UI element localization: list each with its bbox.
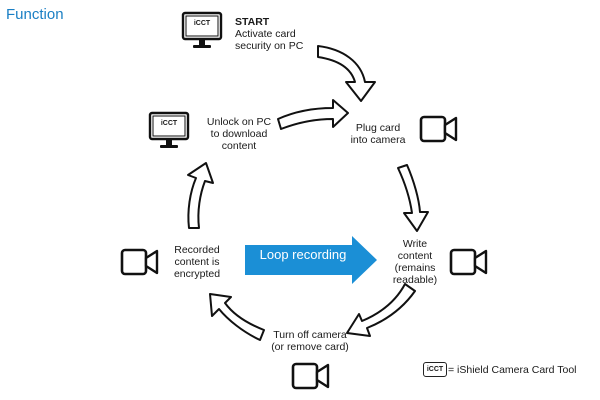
step-write-line: Write: [402, 238, 428, 250]
step-recorded-line: Recorded: [174, 244, 220, 256]
flow-arrow-unlock-plug: [277, 99, 349, 130]
step-turnoff: Turn off camera (or remove card): [258, 329, 362, 353]
camera-icon-turnoff: [291, 362, 330, 390]
flow-arrow-plug-write: [397, 164, 429, 232]
flow-arrow-turnoff-recorded: [209, 293, 265, 341]
step-start-heading: START: [235, 16, 270, 28]
monitor-icon-unlock: [148, 111, 190, 150]
step-plug: Plug card into camera: [340, 122, 416, 146]
camera-icon-write: [449, 248, 488, 276]
step-unlock-line: Unlock on PC: [206, 116, 272, 128]
step-turnoff-line: Turn off camera: [273, 329, 347, 341]
step-write-line: (remains: [394, 262, 436, 274]
flow-arrow-start-plug: [317, 45, 376, 102]
camera-icon-plug: [419, 115, 458, 143]
step-start: START Activate card security on PC: [235, 16, 303, 52]
page-title: Function: [6, 6, 64, 23]
step-plug-line: into camera: [350, 134, 406, 146]
monitor-screen-text-unlock: iCCT: [160, 120, 178, 127]
monitor-icon-start: [181, 11, 223, 50]
step-write-line: readable): [392, 274, 438, 286]
camera-icon-recorded: [120, 248, 159, 276]
step-start-line: security on PC: [235, 40, 304, 52]
step-plug-line: Plug card: [355, 122, 401, 134]
step-unlock-line: to download: [210, 128, 268, 140]
loop-recording-arrow: [245, 236, 377, 284]
step-recorded-line: content is: [174, 256, 220, 268]
step-start-line: Activate card: [235, 28, 296, 40]
flow-arrow-write-turnoff: [346, 283, 416, 337]
step-unlock-line: content: [221, 140, 257, 152]
step-recorded-line: encrypted: [173, 268, 221, 280]
step-unlock: Unlock on PC to download content: [200, 116, 278, 152]
step-recorded: Recorded content is encrypted: [164, 244, 230, 280]
flow-arrow-recorded-unlock: [187, 162, 214, 229]
step-write: Write content (remains readable): [382, 238, 448, 286]
loop-recording-label: Loop recording: [259, 247, 347, 262]
step-write-line: content: [397, 250, 433, 262]
legend-text: = iShield Camera Card Tool: [448, 364, 577, 376]
monitor-screen-text-start: iCCT: [193, 20, 211, 27]
step-turnoff-line: (or remove card): [271, 341, 349, 353]
legend-badge: iCCT: [423, 362, 447, 377]
